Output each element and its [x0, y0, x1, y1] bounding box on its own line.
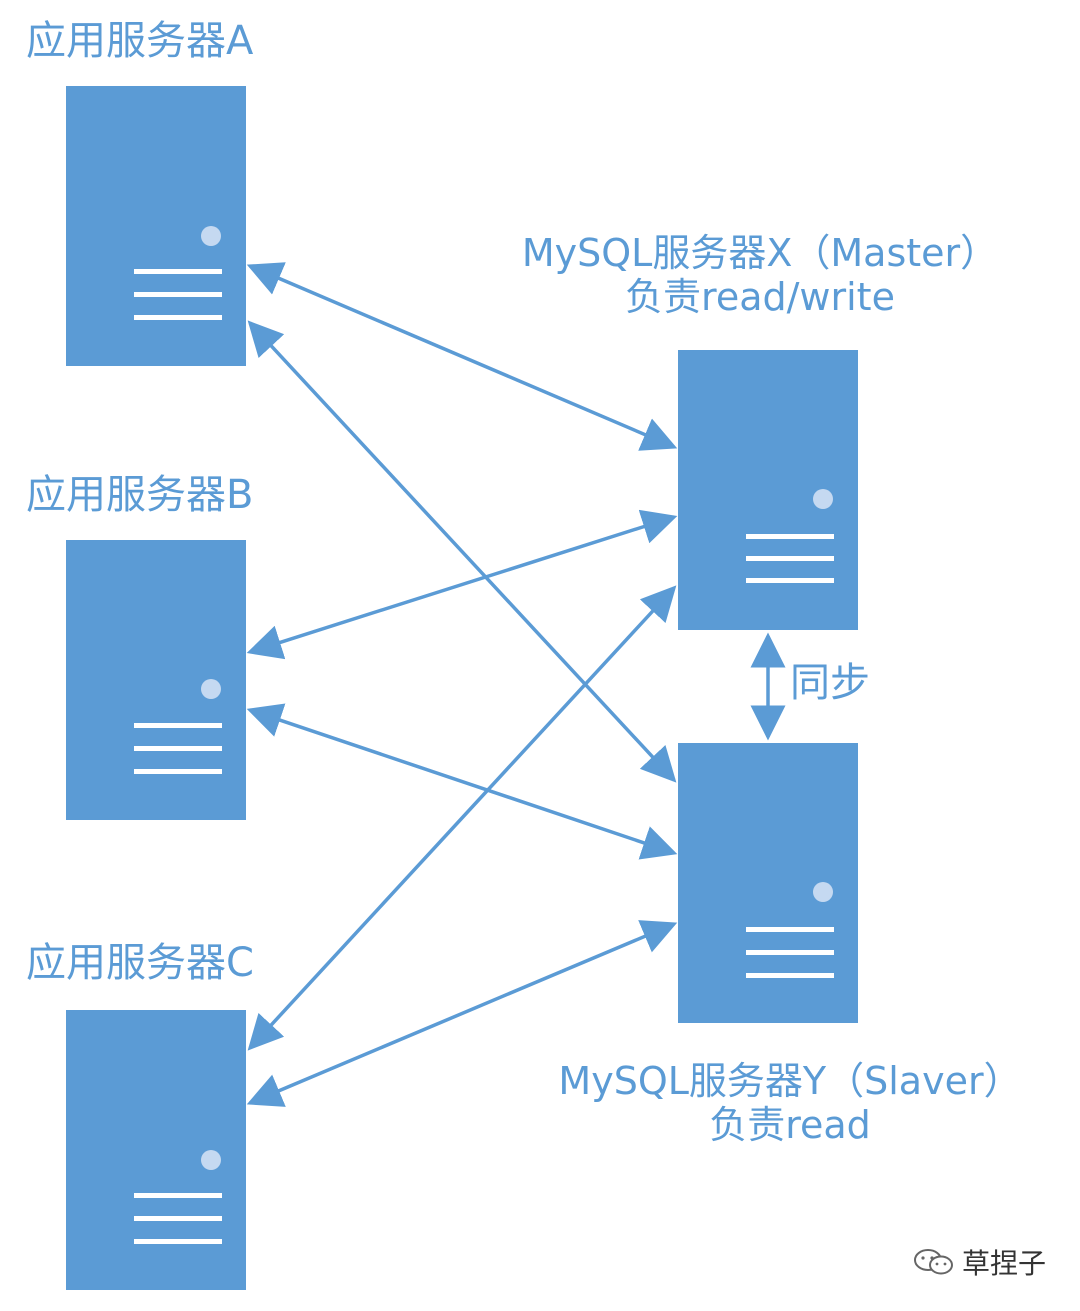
- link-a-y: [247, 320, 677, 783]
- mysql-server-y: [678, 743, 858, 1023]
- link-b-x: [246, 509, 678, 660]
- link-c-x: [247, 585, 677, 1051]
- mysql-x-title: MySQL服务器X（Master）: [521, 231, 999, 275]
- sync-label: 同步: [790, 660, 870, 706]
- server-icon: [678, 743, 858, 1023]
- mysql-x-label: MySQL服务器X（Master） 负责read/write: [500, 231, 1020, 319]
- server-icon: [66, 1010, 246, 1290]
- app-server-b: [66, 540, 246, 820]
- app-server-a: [66, 86, 246, 366]
- watermark-text: 草捏子: [961, 1247, 1046, 1280]
- server-icon: [66, 86, 246, 366]
- mysql-y-label: MySQL服务器Y（Slaver） 负责read: [540, 1059, 1040, 1147]
- mysql-server-x: [678, 350, 858, 630]
- mysql-x-role: 负责read/write: [625, 274, 895, 319]
- app-server-a-label: 应用服务器A: [26, 18, 254, 64]
- app-server-c-label: 应用服务器C: [26, 940, 254, 986]
- mysql-y-role: 负责read: [709, 1102, 871, 1147]
- app-server-b-label: 应用服务器B: [26, 472, 254, 518]
- app-server-c: [66, 1010, 246, 1290]
- server-icon: [66, 540, 246, 820]
- mysql-y-title: MySQL服务器Y（Slaver）: [558, 1059, 1022, 1103]
- link-b-y: [246, 703, 678, 860]
- link-c-y: [246, 920, 678, 1107]
- wechat-icon: [913, 1249, 953, 1275]
- server-icon: [678, 350, 858, 630]
- watermark: 草捏子: [912, 1242, 1046, 1282]
